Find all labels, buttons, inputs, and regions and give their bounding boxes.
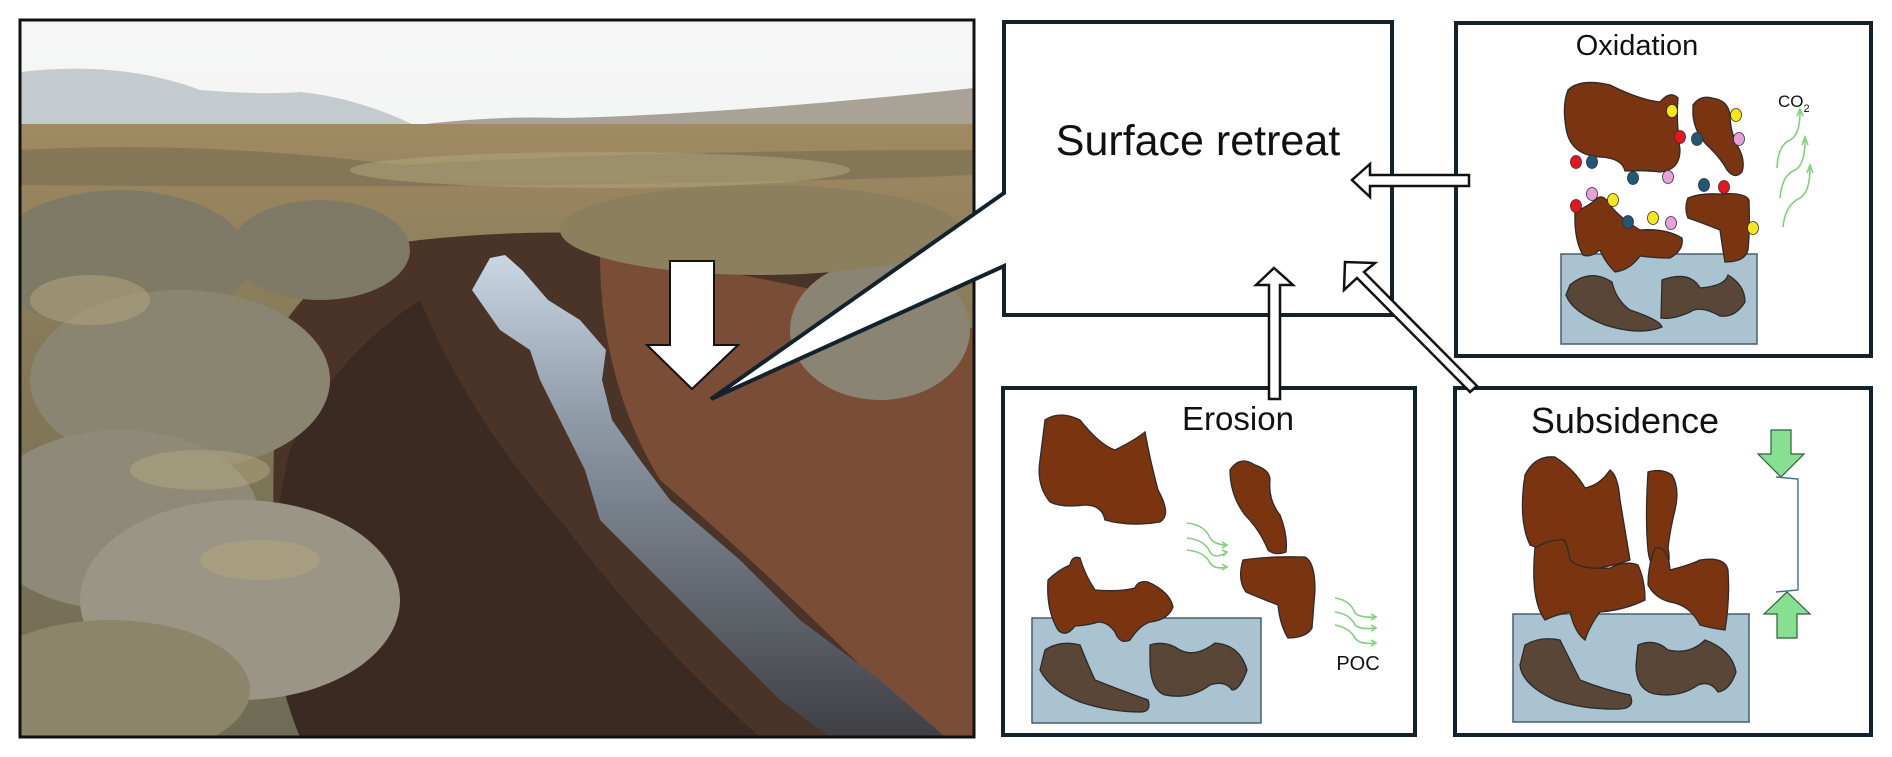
photo-frame [18,18,976,739]
subsidence-title: Subsidence [1531,400,1719,441]
peatland-photo [20,20,974,737]
dot-pink [1733,132,1745,146]
erosion-title: Erosion [1182,400,1294,437]
dot-blue [1627,171,1639,185]
co2-label: CO2 [1778,92,1810,115]
oxidation-title: Oxidation [1576,30,1699,62]
dot-blue [1586,155,1598,169]
erosion-panel: Erosion POC [1001,386,1417,737]
dot-red [1570,199,1582,213]
dot-yellow [1647,211,1659,225]
surface-retreat-title: Surface retreat [1056,117,1340,165]
dot-yellow [1730,108,1742,122]
dot-yellow [1607,193,1619,207]
subsidence-panel: Subsidence [1453,386,1873,737]
compression-arrows-icon [1756,429,1812,639]
co2-flow-arrows-icon [1776,106,1814,228]
poc-label: POC [1336,653,1379,675]
erosion-flow-arrows-icon [1186,522,1378,647]
dot-red [1570,155,1582,169]
dot-red [1674,130,1686,144]
dot-blue [1698,178,1710,192]
dot-blue [1691,132,1703,146]
process-arrows [1252,161,1479,401]
oxidation-panel: Oxidation CO2 [1454,21,1873,358]
dot-pink [1662,170,1674,184]
arrow-oxidation-to-retreat-icon [1350,161,1471,200]
arrow-subsidence-to-retreat-icon [1342,260,1479,394]
arrow-erosion-to-retreat-icon [1252,266,1297,401]
down-arrow-icon [644,260,741,391]
dot-yellow [1666,104,1678,118]
dot-blue [1622,215,1634,229]
oxidant-dots [1570,104,1759,235]
dot-pink [1665,216,1677,230]
dot-yellow [1747,221,1759,235]
dot-red [1718,180,1730,194]
dot-pink [1586,187,1598,201]
surface-retreat-panel: Surface retreat [709,20,1394,401]
